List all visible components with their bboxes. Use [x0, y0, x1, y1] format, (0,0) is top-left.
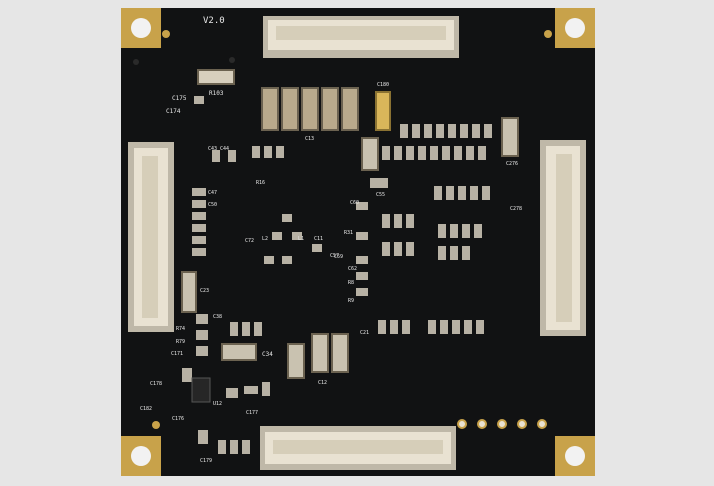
mounting-hole-top-right	[555, 8, 595, 48]
capacitor	[221, 343, 257, 361]
label-c177: C177	[246, 410, 258, 416]
label-l1: L1	[298, 236, 304, 242]
silkscreen-labels: V2.0 R103 C175 C174 C180 C276 C278 C47 C…	[140, 16, 522, 464]
label-c12: C12	[318, 380, 327, 386]
test-pad-row	[457, 419, 547, 429]
tantalum-capacitor	[375, 91, 391, 131]
capacitor	[311, 333, 329, 373]
label-c175: C175	[172, 95, 187, 102]
mounting-hole-top-left	[121, 8, 161, 48]
capacitor	[331, 333, 349, 373]
label-c176: C176	[172, 416, 184, 422]
label-c60: C60	[350, 200, 359, 206]
label-c178: C178	[150, 381, 162, 387]
resistor-r103	[197, 69, 235, 85]
top-board-to-board-connector	[263, 16, 459, 58]
label-u12: U12	[213, 401, 222, 407]
label-r9: R9	[348, 298, 354, 304]
label-c171: C171	[171, 351, 183, 357]
label-c72: C72	[245, 238, 254, 244]
right-board-to-board-connector	[540, 140, 586, 336]
label-c50: C50	[208, 202, 217, 208]
mounting-hole-bottom-left	[121, 436, 161, 476]
label-c55: C55	[376, 192, 385, 198]
label-r8: R8	[348, 280, 354, 286]
mounting-hole-bottom-right	[555, 436, 595, 476]
ic-u12	[191, 377, 211, 403]
label-c59: C59	[334, 254, 343, 260]
label-c62: C62	[348, 266, 357, 272]
passive-array-top-right	[382, 124, 492, 260]
label-r31: R31	[344, 230, 353, 236]
label-c21: C21	[360, 330, 369, 336]
label-c57: C57	[330, 253, 339, 259]
label-r16: R16	[256, 180, 265, 186]
label-c11: C11	[314, 236, 323, 242]
label-c278: C278	[510, 206, 522, 212]
version-label: V2.0	[203, 16, 225, 26]
left-board-to-board-connector	[128, 142, 174, 332]
bottom-board-to-board-connector	[260, 426, 456, 470]
label-r103: R103	[209, 90, 224, 97]
via	[229, 57, 235, 63]
label-l2: L2	[262, 236, 268, 242]
label-c47: C47	[208, 190, 217, 196]
label-c180: C180	[377, 82, 389, 88]
passive-array-left	[182, 96, 284, 454]
label-c13: C13	[305, 136, 314, 142]
fiducial-pad	[152, 421, 160, 429]
fiducial-pad	[162, 30, 170, 38]
label-c44: C44	[220, 146, 229, 152]
label-c38: C38	[213, 314, 222, 320]
fiducial-pad	[544, 30, 552, 38]
capacitor	[181, 271, 197, 313]
label-c174: C174	[166, 108, 181, 115]
label-c276: C276	[506, 161, 518, 167]
label-c23: C23	[200, 288, 209, 294]
label-r74: R74	[176, 326, 185, 332]
passive-array-center	[264, 202, 484, 334]
label-r79: R79	[176, 339, 185, 345]
via	[133, 59, 139, 65]
label-c182: C182	[140, 406, 152, 412]
capacitor	[370, 178, 388, 188]
label-c34: C34	[262, 351, 273, 358]
capacitor	[501, 117, 519, 157]
capacitor-bank-top	[261, 87, 359, 131]
capacitor	[287, 343, 305, 379]
label-c43: C43	[208, 146, 217, 152]
label-c179: C179	[200, 458, 212, 464]
capacitor	[361, 137, 379, 171]
